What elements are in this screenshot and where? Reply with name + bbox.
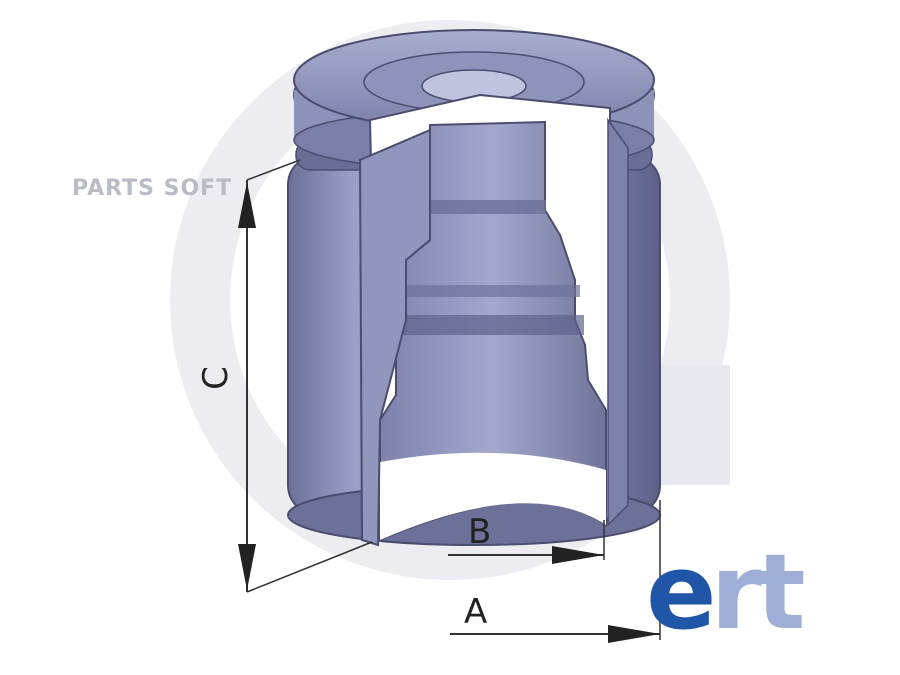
dimension-b-label: B (468, 512, 492, 552)
ert-logo: ert (646, 540, 806, 644)
ert-logo-rt: rt (710, 531, 806, 653)
dimension-c-label: C (195, 366, 236, 390)
ert-logo-e: e (646, 531, 717, 653)
parts-soft-watermark: PARTS SOFT (72, 176, 233, 201)
dimension-a (450, 500, 661, 643)
dimension-c (238, 159, 373, 593)
dimension-a-label: A (464, 592, 488, 632)
dimension-b (448, 520, 605, 564)
piston-cutaway (358, 93, 629, 547)
